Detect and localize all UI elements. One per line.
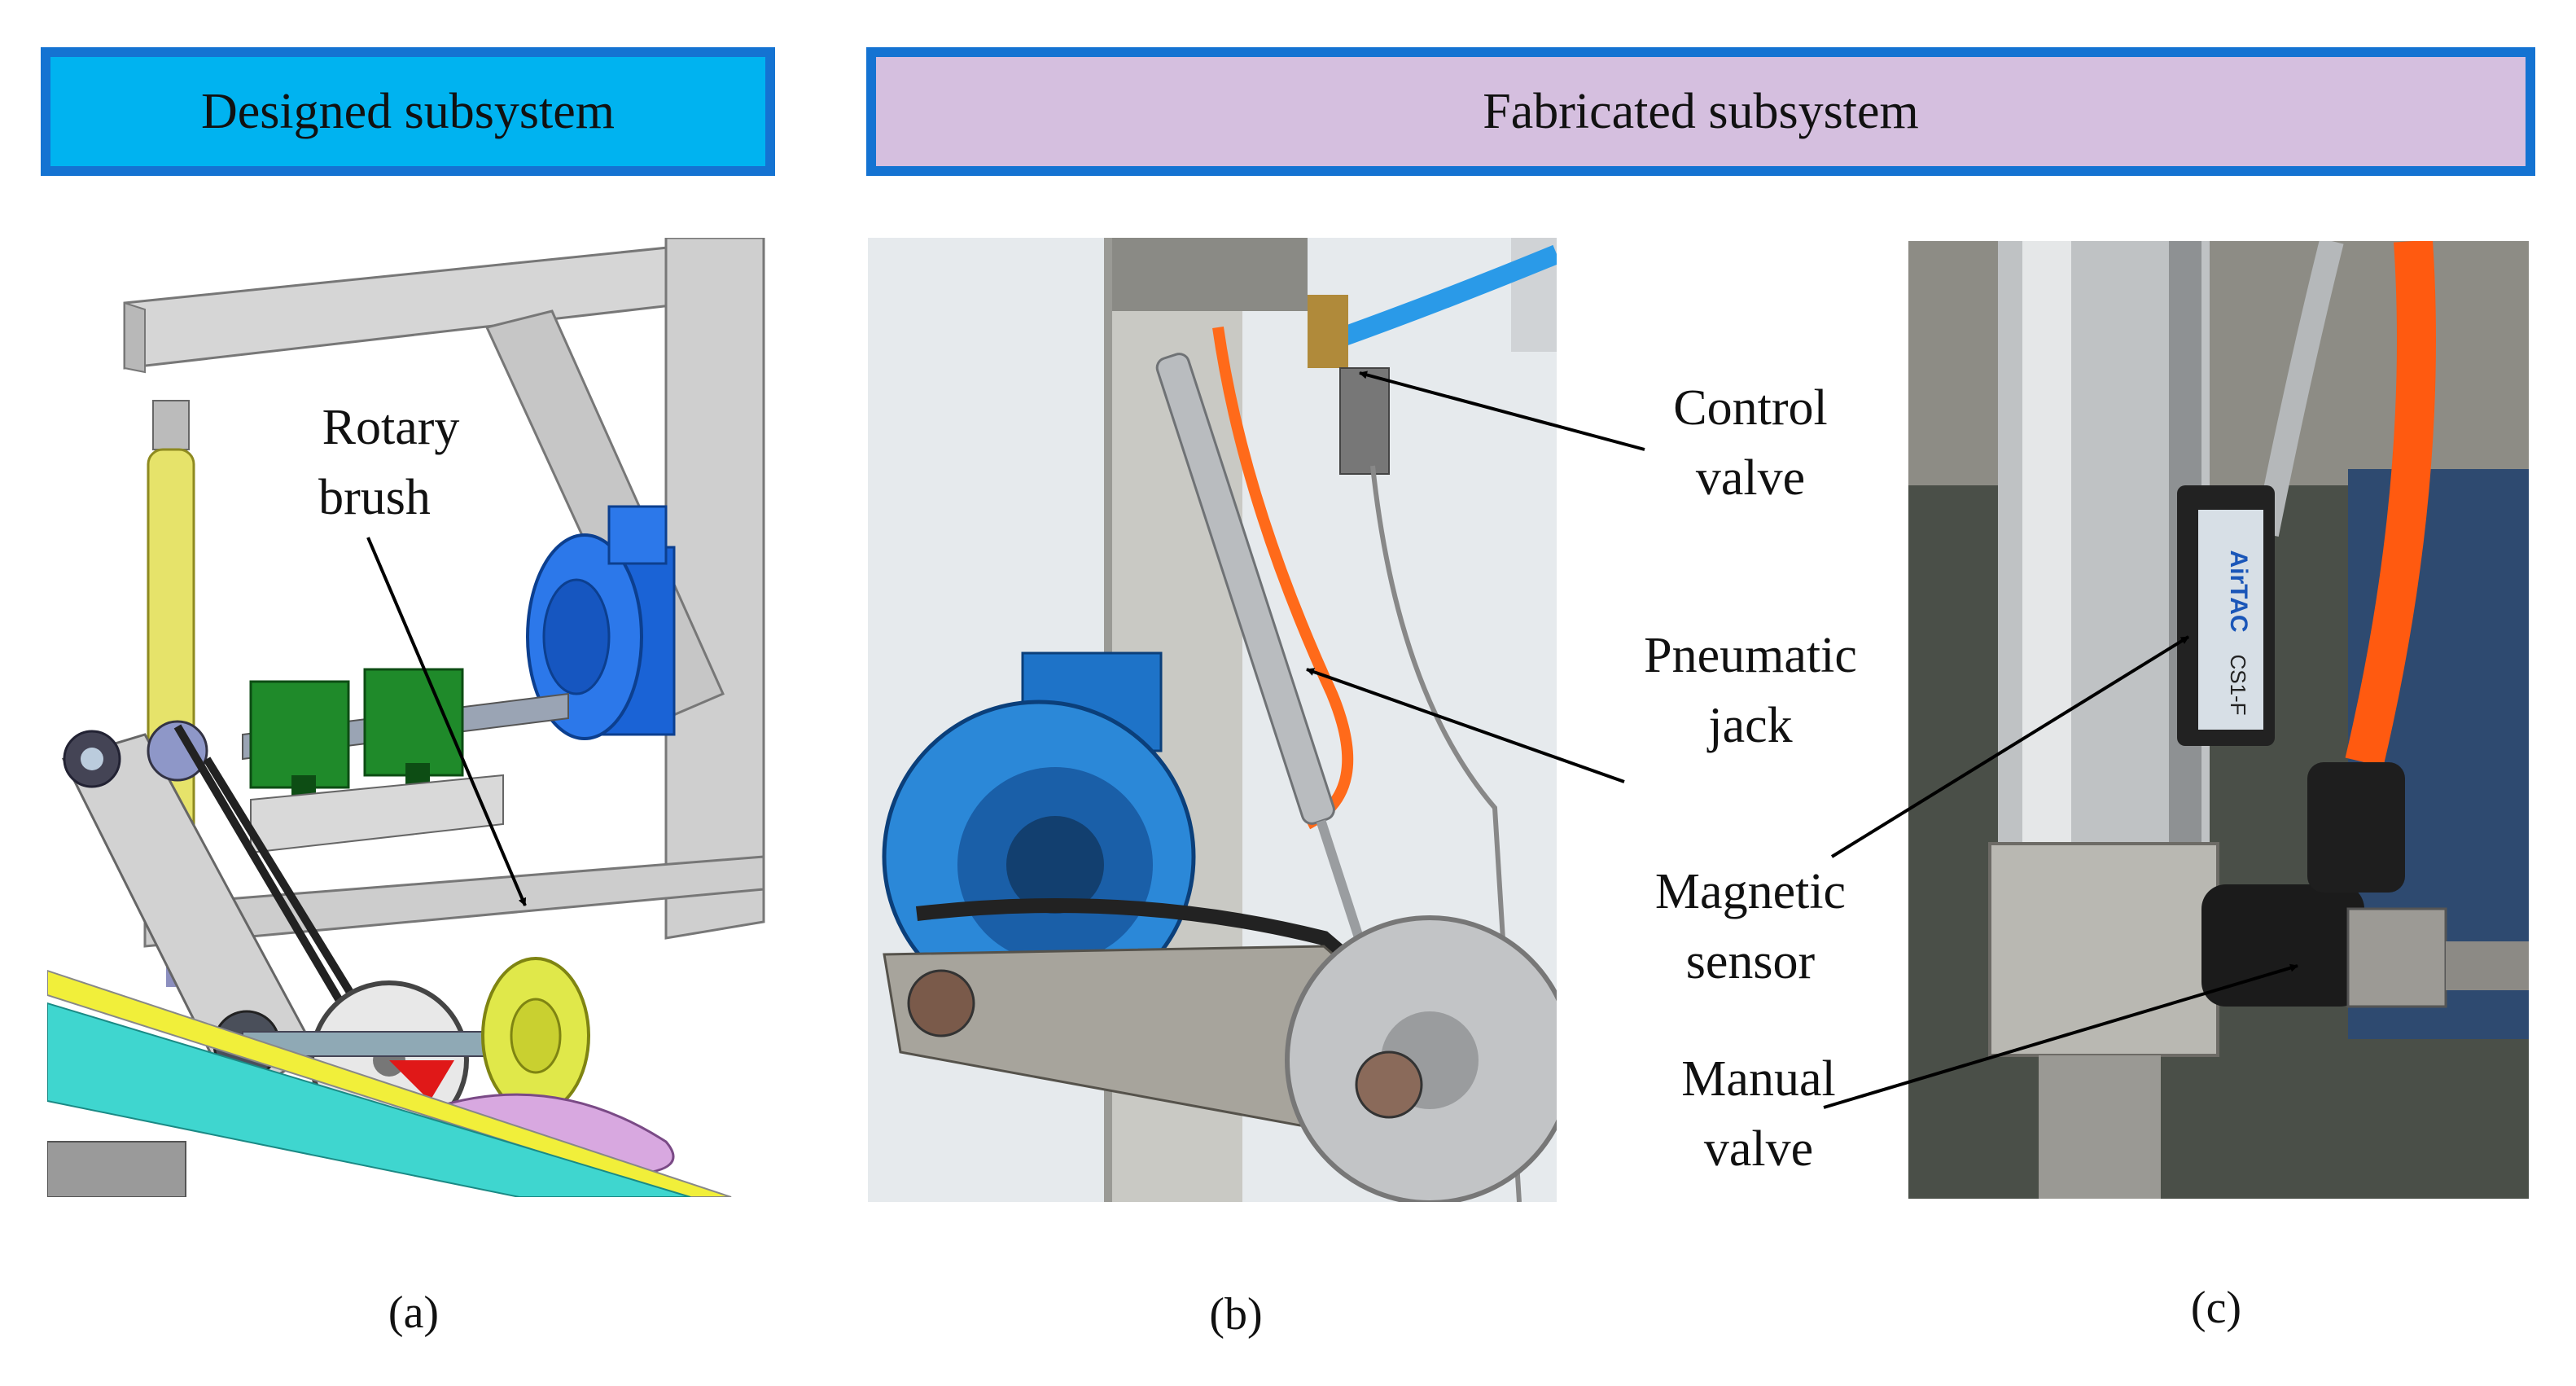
designed-subsystem-header: Designed subsystem — [41, 47, 775, 176]
caption-b: (b) — [1209, 1289, 1263, 1340]
control-valve-label: Control valve — [1673, 380, 1828, 506]
fabricated-subsystem-header: Fabricated subsystem — [866, 47, 2535, 176]
sensor-brand-text: AirTAC — [2225, 550, 2252, 632]
magnetic-sensor-label: Magnetic sensor — [1654, 864, 1847, 989]
sensor-model-text: CS1-F — [2226, 654, 2250, 715]
fabricated-subsystem-title: Fabricated subsystem — [1483, 83, 1919, 139]
designed-subsystem-cad-image — [47, 238, 772, 1197]
designed-subsystem-title: Designed subsystem — [200, 83, 616, 139]
sensor-closeup-photo: AirTAC CS1-F — [1908, 241, 2529, 1199]
caption-c: (c) — [2190, 1283, 2242, 1333]
fabricated-subsystem-photo — [868, 238, 1557, 1202]
pneumatic-jack-label: Pneumatic jack — [1644, 628, 1857, 753]
manual-valve-label: Manual valve — [1681, 1051, 1836, 1177]
rotary-brush-label: Rotary brush — [318, 400, 460, 525]
caption-a: (a) — [388, 1287, 440, 1338]
